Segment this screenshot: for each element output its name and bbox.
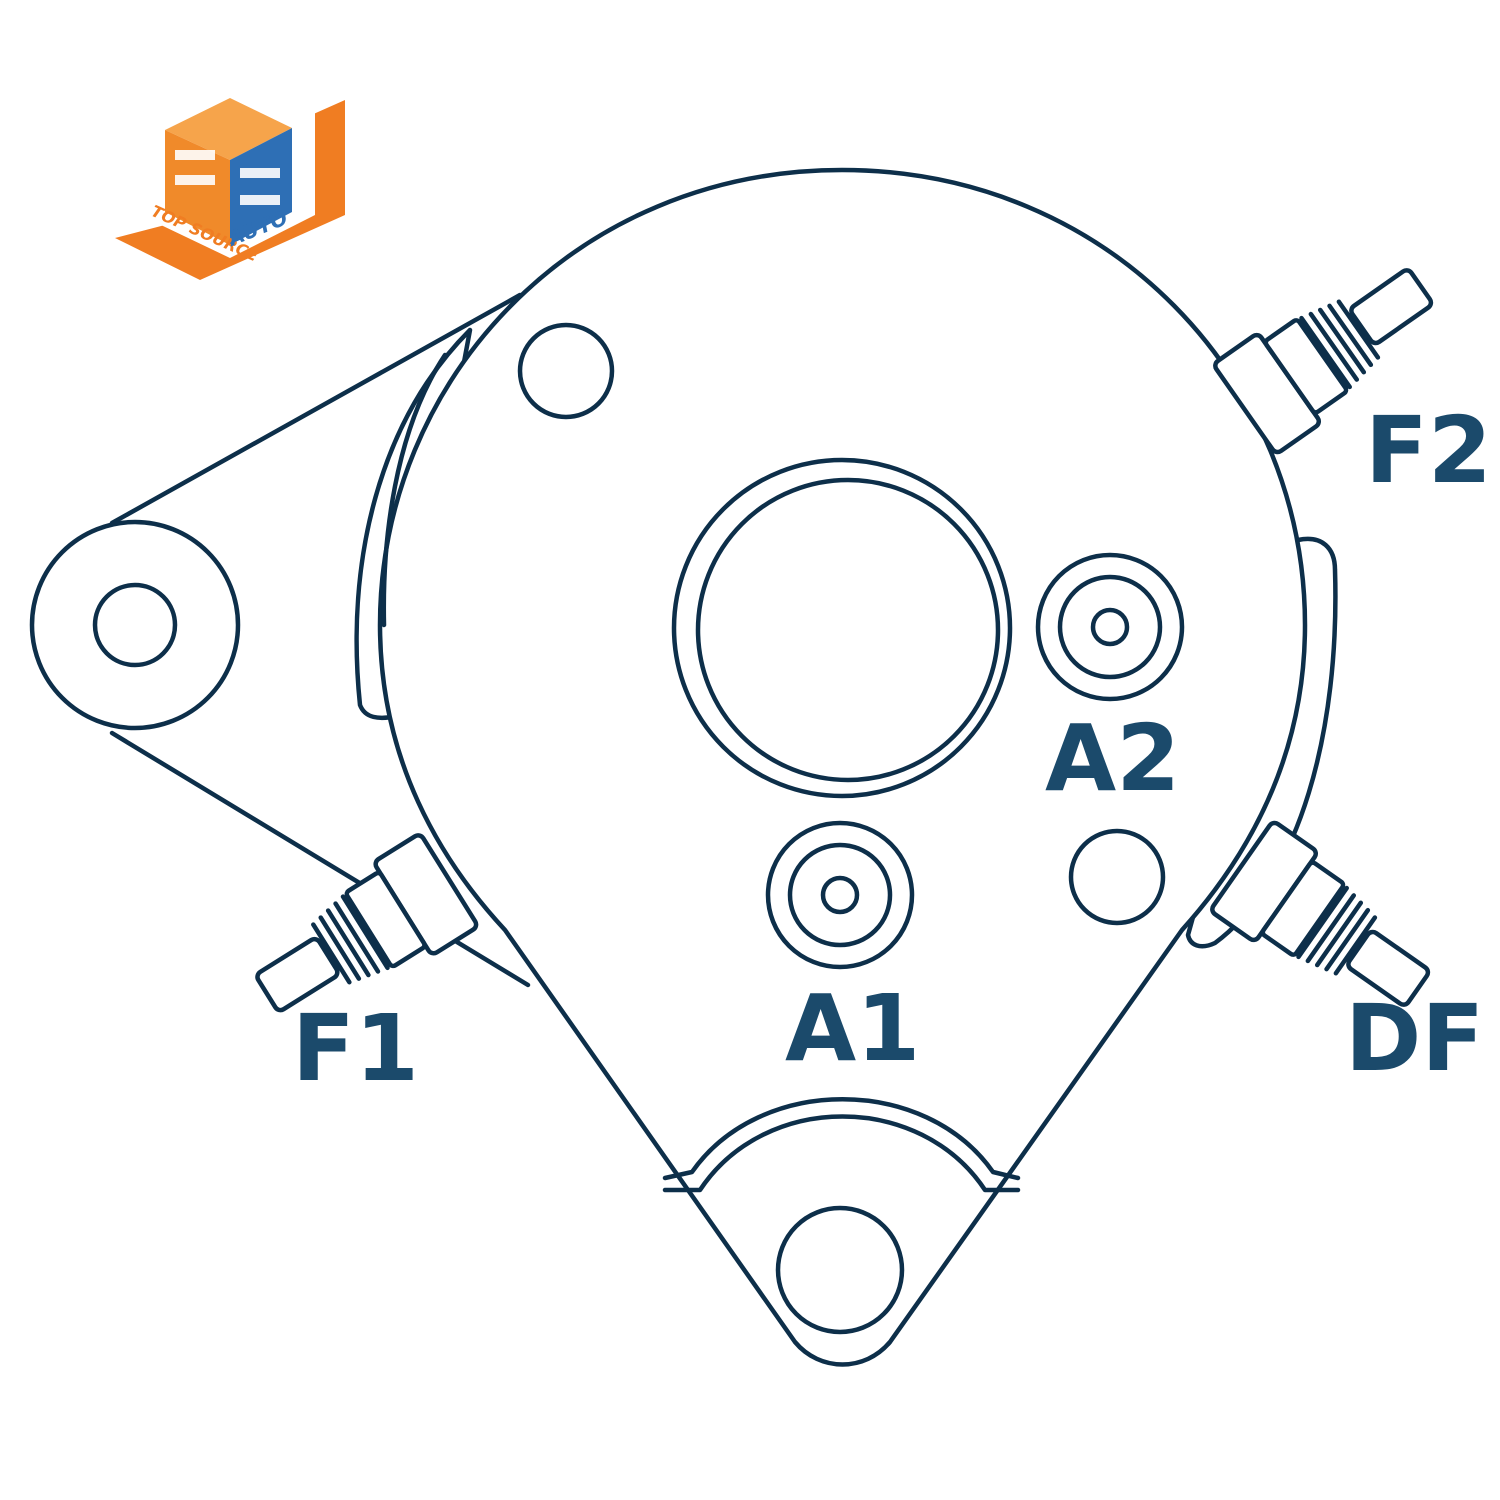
bearing-boss (671, 457, 1013, 799)
mount-ear-arc-inner (662, 1114, 1021, 1193)
label-a2: A2 (1045, 705, 1180, 812)
pulley-hub (92, 582, 178, 668)
label-df: DF (1345, 985, 1484, 1092)
mount-ear-arc-outer (662, 1097, 1021, 1181)
drive-pulley (29, 292, 531, 988)
mounting-hole (775, 1205, 905, 1335)
terminal-f2-post (1213, 268, 1434, 455)
company-logo: TOP SOURCE AUTO (115, 70, 345, 280)
upper-bolt-hole (517, 322, 615, 420)
terminal-df-post (1210, 820, 1431, 1007)
label-a1: A1 (785, 975, 920, 1082)
housing-inner-edge (381, 352, 448, 628)
belt-upper (109, 292, 523, 526)
terminal-a2-stud (1035, 552, 1185, 702)
terminal-a1-stud (765, 820, 915, 970)
label-f1: F1 (292, 995, 419, 1102)
side-bolt-hole (1068, 828, 1166, 926)
mounting-ear (662, 1097, 1021, 1335)
bearing-outer-ring (671, 457, 1013, 799)
belt-lower (109, 730, 531, 988)
terminal-f1-post (255, 833, 479, 1013)
label-f2: F2 (1365, 397, 1492, 504)
bearing-inner-ring (695, 477, 1001, 783)
